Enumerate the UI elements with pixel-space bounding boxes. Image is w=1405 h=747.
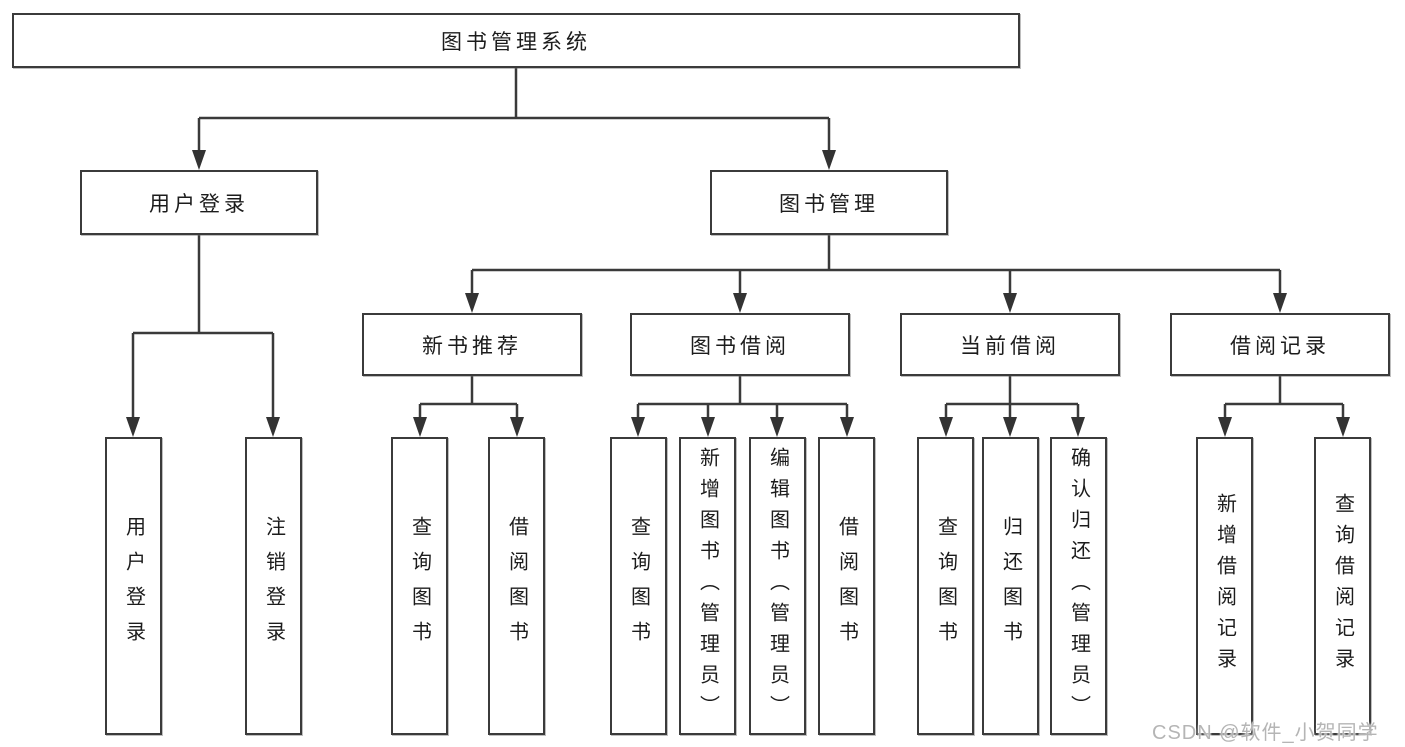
- csdn-watermark: CSDN @软件_小贺同学: [1152, 722, 1379, 744]
- node-user-login: 用户登录: [80, 170, 318, 235]
- leaf-records-query-record: 查询借阅记录: [1314, 437, 1371, 735]
- node-label: 归还图书: [999, 516, 1022, 656]
- node-label: 用户登录: [122, 516, 145, 656]
- arrow-down-icon: [770, 417, 784, 437]
- node-label: 借阅图书: [835, 516, 858, 656]
- arrow-down-icon: [840, 417, 854, 437]
- node-borrow-records: 借阅记录: [1170, 313, 1390, 376]
- leaf-borrow-borrow-book: 借阅图书: [818, 437, 875, 735]
- arrow-down-icon: [1003, 293, 1017, 313]
- node-label: 查询图书: [627, 516, 650, 656]
- node-new-book-recommend: 新书推荐: [362, 313, 582, 376]
- arrow-down-icon: [822, 150, 836, 170]
- leaf-current-query-book: 查询图书: [917, 437, 974, 735]
- node-label: 借阅记录: [1230, 334, 1330, 358]
- node-book-management: 图书管理: [710, 170, 948, 235]
- node-root-system: 图书管理系统: [12, 13, 1020, 68]
- node-label: 用户登录: [149, 192, 249, 216]
- node-label: 当前借阅: [960, 334, 1060, 358]
- arrow-down-icon: [701, 417, 715, 437]
- leaf-current-confirm-return-admin: 确认归还（管理员）: [1050, 437, 1107, 735]
- leaf-logout-login: 注销登录: [245, 437, 302, 735]
- arrow-down-icon: [1218, 417, 1232, 437]
- arrow-down-icon: [192, 150, 206, 170]
- connector-paths: [131, 68, 1345, 419]
- node-label: 新增图书（管理员）: [696, 446, 719, 726]
- arrow-down-icon: [266, 417, 280, 437]
- node-label: 图书管理: [779, 192, 879, 216]
- node-book-borrow: 图书借阅: [630, 313, 850, 376]
- leaf-borrow-edit-book-admin: 编辑图书（管理员）: [749, 437, 806, 735]
- arrow-down-icon: [1003, 417, 1017, 437]
- node-label: 新书推荐: [422, 334, 522, 358]
- node-label: 查询图书: [934, 516, 957, 656]
- leaf-recommend-query-book: 查询图书: [391, 437, 448, 735]
- node-label: 注销登录: [262, 516, 285, 656]
- node-label: 图书借阅: [690, 334, 790, 358]
- leaf-user-login: 用户登录: [105, 437, 162, 735]
- node-label: 查询借阅记录: [1331, 493, 1354, 679]
- leaf-borrow-add-book-admin: 新增图书（管理员）: [679, 437, 736, 735]
- node-label: 确认归还（管理员）: [1067, 446, 1090, 726]
- arrow-down-icon: [733, 293, 747, 313]
- arrowheads: [126, 150, 1350, 437]
- arrow-down-icon: [1336, 417, 1350, 437]
- arrow-down-icon: [413, 417, 427, 437]
- arrow-down-icon: [1071, 417, 1085, 437]
- leaf-records-add-record: 新增借阅记录: [1196, 437, 1253, 735]
- arrow-down-icon: [510, 417, 524, 437]
- node-label: 编辑图书（管理员）: [766, 446, 789, 726]
- leaf-recommend-borrow-book: 借阅图书: [488, 437, 545, 735]
- node-label: 图书管理系统: [441, 30, 591, 54]
- leaf-borrow-query-book: 查询图书: [610, 437, 667, 735]
- arrow-down-icon: [939, 417, 953, 437]
- arrow-down-icon: [126, 417, 140, 437]
- leaf-current-return-book: 归还图书: [982, 437, 1039, 735]
- node-label: 新增借阅记录: [1213, 493, 1236, 679]
- arrow-down-icon: [1273, 293, 1287, 313]
- node-current-borrow: 当前借阅: [900, 313, 1120, 376]
- arrow-down-icon: [465, 293, 479, 313]
- arrow-down-icon: [631, 417, 645, 437]
- node-label: 查询图书: [408, 516, 431, 656]
- node-label: 借阅图书: [505, 516, 528, 656]
